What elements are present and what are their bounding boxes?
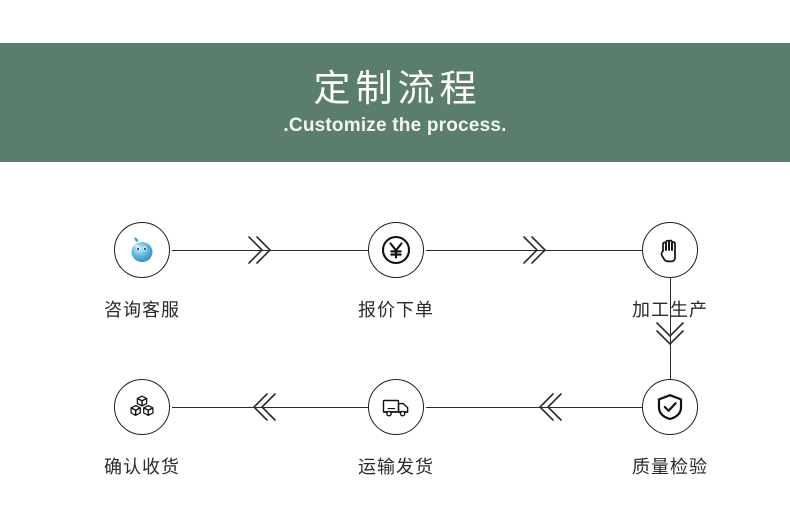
double-chevron-down-icon xyxy=(653,320,687,346)
hand-palm-icon xyxy=(654,234,686,266)
flow-node-consult-circle xyxy=(114,222,170,278)
double-chevron-left-icon xyxy=(252,390,278,424)
shield-check-icon xyxy=(654,391,686,423)
flow-node-quote-circle xyxy=(368,222,424,278)
flow-node-quote[interactable]: 报价下单 xyxy=(336,222,456,322)
flow-node-production[interactable]: 加工生产 xyxy=(610,222,730,322)
yuan-currency-icon xyxy=(380,234,412,266)
connector-line-production-to-quality xyxy=(670,278,671,379)
flow-node-quality-label: 质量检验 xyxy=(632,457,708,478)
chat-mascot-icon xyxy=(126,234,158,266)
page-subtitle: .Customize the process. xyxy=(283,115,507,137)
flow-node-shipping[interactable]: 运输发货 xyxy=(336,379,456,479)
delivery-truck-icon xyxy=(379,390,413,424)
flow-node-quality[interactable]: 质量检验 xyxy=(610,379,730,479)
flow-node-receive-label: 确认收货 xyxy=(104,457,180,478)
flow-node-shipping-circle xyxy=(368,379,424,435)
flow-node-production-label: 加工生产 xyxy=(632,300,708,321)
double-chevron-right-icon xyxy=(246,233,272,267)
stacked-boxes-icon xyxy=(126,391,158,423)
connector-line-quote-to-production xyxy=(426,250,642,251)
flow-node-consult[interactable]: 咨询客服 xyxy=(82,222,202,322)
flow-node-quality-circle xyxy=(642,379,698,435)
flow-node-receive[interactable]: 确认收货 xyxy=(82,379,202,479)
double-chevron-right-icon xyxy=(521,233,547,267)
process-flow: 咨询客服 报价下单 xyxy=(0,162,790,532)
banner: 定制流程 .Customize the process. xyxy=(0,43,790,162)
connector-line-shipping-to-receive xyxy=(172,407,368,408)
connector-line-quality-to-shipping xyxy=(426,407,642,408)
flow-node-production-circle xyxy=(642,222,698,278)
page-title: 定制流程 xyxy=(313,67,482,109)
double-chevron-left-icon xyxy=(538,390,564,424)
flow-node-consult-label: 咨询客服 xyxy=(104,300,180,321)
flow-node-receive-circle xyxy=(114,379,170,435)
flow-node-quote-label: 报价下单 xyxy=(358,300,434,321)
flow-node-shipping-label: 运输发货 xyxy=(358,457,434,478)
